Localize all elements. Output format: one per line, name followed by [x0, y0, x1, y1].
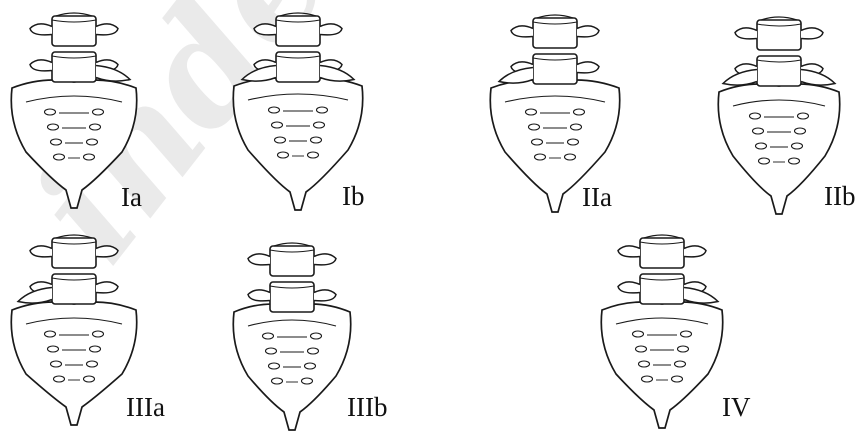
- label-iv: IV: [722, 394, 751, 421]
- label-iib: IIb: [824, 183, 855, 210]
- sacrum-figure-iiib: [233, 243, 350, 430]
- sacrum-figure-iv: [601, 235, 722, 428]
- label-iia: IIa: [582, 184, 612, 211]
- label-iiib: IIIb: [347, 394, 387, 421]
- label-iiia: IIIa: [126, 394, 165, 421]
- sacrum-figure-iib: [718, 17, 839, 214]
- label-ia: Ia: [121, 184, 142, 211]
- label-ib: Ib: [342, 183, 365, 210]
